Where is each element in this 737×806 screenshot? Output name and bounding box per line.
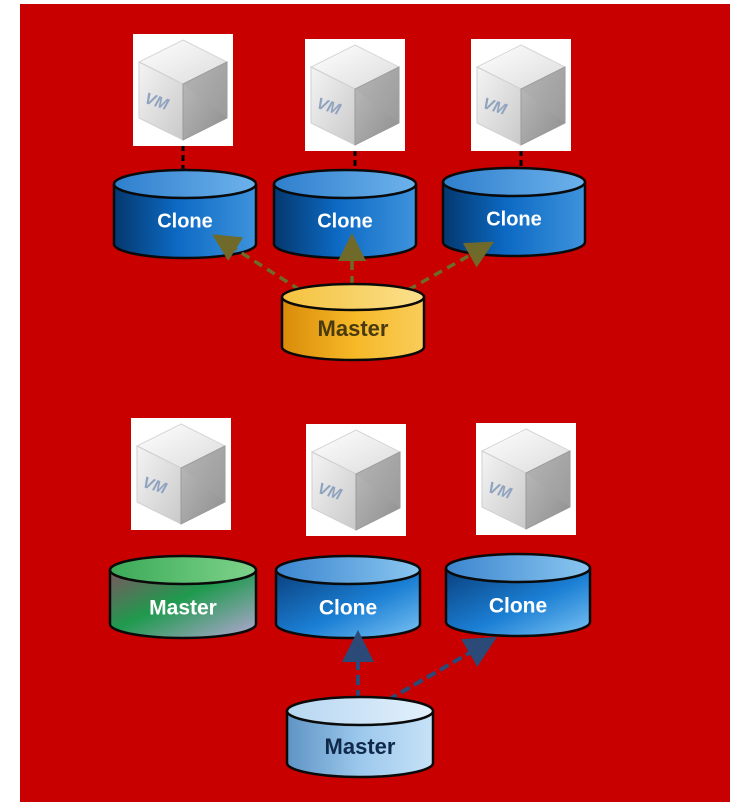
link-arrow (386, 636, 497, 702)
link-arrow (407, 241, 495, 292)
clone-disk: Clone (274, 554, 422, 640)
vm-icon: VM (470, 38, 572, 152)
link-arrow (212, 234, 301, 292)
master-disk: Master (280, 282, 426, 362)
clone-disk: Clone (444, 552, 592, 638)
master-label: Master (149, 597, 217, 620)
clone-disk: Clone (441, 166, 587, 258)
master-label: Master (318, 316, 389, 341)
clone-label: Clone (317, 210, 373, 232)
vm-icon: VM (130, 417, 232, 531)
clone-label: Clone (489, 595, 547, 618)
vm-label: VM (315, 480, 344, 504)
vm-icon: VM (132, 33, 234, 147)
clone-label: Clone (157, 210, 213, 232)
vm-label: VM (485, 479, 514, 503)
vm-icon: VM (475, 422, 577, 536)
vm-label: VM (142, 90, 171, 114)
vm-label: VM (140, 474, 169, 498)
clone-label: Clone (486, 208, 542, 230)
clone-disk: Clone (272, 168, 418, 260)
vm-icon: VM (304, 38, 406, 152)
clone-label: Clone (319, 597, 377, 620)
master-disk: Master (285, 695, 435, 779)
master-label: Master (325, 734, 396, 759)
master-disk: Master (108, 554, 258, 640)
vm-label: VM (480, 95, 509, 119)
clone-disk: Clone (112, 168, 258, 260)
vm-label: VM (314, 95, 343, 119)
vm-icon: VM (305, 423, 407, 537)
